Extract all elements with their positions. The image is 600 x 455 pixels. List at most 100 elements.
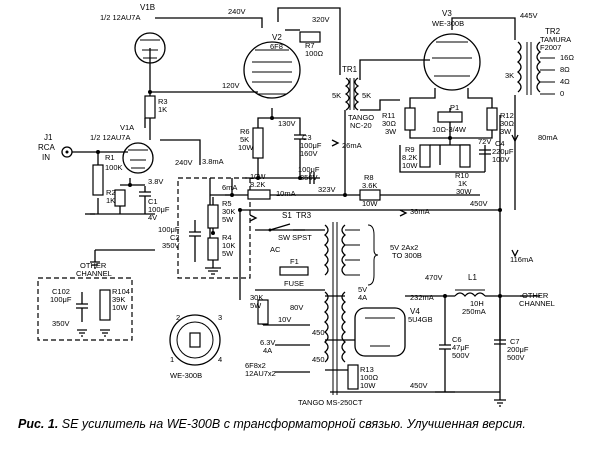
label-116ma: 116mA	[510, 255, 533, 264]
label-v1a: V1A	[120, 123, 134, 132]
label-r5: R5	[222, 199, 232, 208]
label-v2: V2	[272, 33, 282, 42]
label-v4: V4	[410, 307, 420, 316]
capacitor-c4	[479, 149, 491, 155]
label-out-8: 8Ω	[560, 65, 570, 74]
label-rca: RCA	[38, 143, 56, 152]
label-30k: 30K	[250, 293, 263, 302]
label-6-3v: 6.3V	[260, 338, 275, 347]
label-6f8x2: 6F8x2	[245, 361, 266, 370]
misc-symbols	[61, 90, 526, 407]
resistor-r13	[347, 364, 359, 390]
label-v1a-type: 1/2 12AU7A	[90, 133, 130, 142]
label-r10-value2: 30W	[456, 187, 472, 196]
label-5v-2ax2: 5V 2Ax2	[390, 243, 418, 252]
label-6ma: 6mA	[222, 183, 237, 192]
label-r6-value1: 5K	[240, 135, 249, 144]
label-r104-value1: 39K	[112, 295, 125, 304]
label-r9: R9	[405, 145, 415, 154]
label-r4-value1: 10K	[222, 241, 235, 250]
label-445v: 445V	[520, 11, 538, 20]
label-323v: 323V	[318, 185, 336, 194]
resistor-r11	[404, 107, 416, 131]
label-c3: C3	[302, 133, 312, 142]
label-v4-type: 5U4GB	[408, 315, 433, 324]
tube-v1a	[122, 142, 154, 174]
label-v3-type: WE-300B	[432, 19, 464, 28]
label-r7: R7	[305, 41, 315, 50]
label-tr2-name1: TAMURA	[540, 35, 571, 44]
potentiometer-p1	[437, 111, 463, 123]
label-tango-ms250ct: TANGO MS-250CT	[298, 398, 363, 407]
label-tr2-3k: 3K	[505, 71, 514, 80]
label-8k2-watt: 10W	[250, 172, 266, 181]
label-p1-value: 10Ω-3/4W	[432, 125, 467, 134]
dashed-boundaries	[37, 177, 251, 341]
label-j1: J1	[44, 133, 53, 142]
label-tr1-name2: NC-20	[350, 121, 372, 130]
label-r13-value1: 100Ω	[360, 373, 379, 382]
label-v2-type: 6F8	[270, 42, 283, 51]
label-240v-mid: 240V	[175, 158, 193, 167]
label-470v: 470V	[425, 273, 443, 282]
label-26ma: 26mA	[342, 141, 362, 150]
label-tr1-5k-b: 5K	[362, 91, 371, 100]
inductor-l1	[454, 289, 486, 298]
transformers	[323, 41, 555, 395]
label-r5-value2: 5W	[222, 215, 234, 224]
label-tr1-name1: TANGO	[348, 113, 374, 122]
label-r3-value: 1K	[158, 105, 167, 114]
label-c3-value2: 160V	[300, 149, 318, 158]
label-450-b: 450	[312, 355, 325, 364]
resistor-8k2	[247, 189, 271, 200]
label-c7-value1: 200μF	[507, 345, 529, 354]
resistor-r10	[459, 144, 471, 168]
label-12au7x2: 12AU7x2	[245, 369, 276, 378]
label-pin-3: 3	[218, 313, 222, 322]
label-tr3: TR3	[296, 211, 312, 220]
resistor-r6	[252, 127, 264, 159]
label-r12-value1: 30Ω	[500, 119, 514, 128]
label-450v-bottom: 450V	[410, 381, 428, 390]
label-r12-value2: 3W	[500, 127, 512, 136]
label-r5-value1: 30K	[222, 207, 235, 216]
label-tr1: TR1	[342, 65, 358, 74]
label-c102: C102	[52, 287, 70, 296]
tube-v3	[423, 33, 481, 91]
capacitor-c7	[494, 339, 506, 345]
label-r1-value: 100K	[105, 163, 123, 172]
capacitors	[76, 134, 506, 392]
transformer-tr3	[323, 222, 379, 395]
resistor-r1	[92, 164, 104, 196]
label-450v-top: 450V	[470, 199, 488, 208]
label-c1-value2: 4V	[148, 213, 157, 222]
figure-caption: Рис. 1. SE усилитель на WE-300B с трансф…	[18, 416, 588, 432]
label-l1: L1	[468, 273, 477, 282]
label-8k2: 8.2K	[250, 180, 265, 189]
label-r8-value1: 3.6K	[362, 181, 377, 190]
label-r10-value1: 1K	[458, 179, 467, 188]
switch-s1	[268, 223, 305, 232]
label-10v: 10V	[278, 315, 291, 324]
tube-socket-we300b	[169, 314, 221, 366]
label-p1: P1	[450, 103, 459, 112]
caption-prefix: Рис. 1.	[18, 417, 59, 431]
arrow-markers	[249, 134, 526, 297]
label-r7-value: 100Ω	[305, 49, 324, 58]
label-c3b-value1: 100μF	[298, 165, 320, 174]
label-c2-value1: 100μF	[158, 225, 180, 234]
label-out-4: 4Ω	[560, 77, 570, 86]
label-80ma: 80mA	[538, 133, 558, 142]
label-r9-value1: 8.2K	[402, 153, 417, 162]
label-v1b: V1B	[140, 3, 155, 12]
vacuum-tubes	[122, 32, 481, 366]
tube-v2	[243, 41, 301, 99]
label-other-channel-left-2: CHANNEL	[76, 269, 112, 278]
capacitor-c2	[189, 220, 201, 262]
tube-v1b	[134, 32, 166, 64]
label-r2-value: 1K	[106, 196, 115, 205]
label-f1: F1	[290, 257, 299, 266]
label-r3: R3	[158, 97, 168, 106]
label-pin-2: 2	[176, 313, 180, 322]
resistor-r9	[419, 144, 431, 168]
